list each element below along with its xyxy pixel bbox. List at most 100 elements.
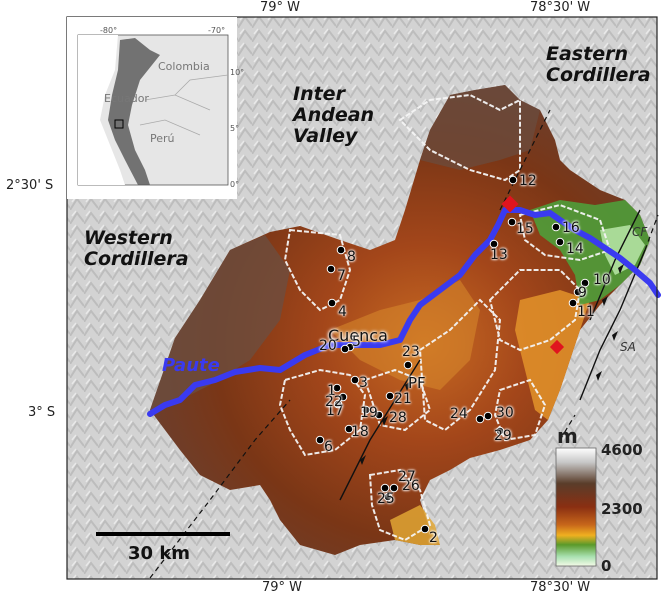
fault-barbs: [360, 264, 624, 465]
eastern-cordillera-label: Eastern Cordillera: [546, 44, 651, 86]
site-label-28: 28: [389, 410, 407, 426]
site-dot-19: [361, 405, 371, 415]
pf-label: PF: [408, 374, 426, 392]
site-label-12: 12: [519, 173, 537, 189]
site-label-2: 2: [429, 530, 438, 546]
region-line: Cordillera: [546, 64, 651, 86]
site-label-1: 1: [327, 383, 336, 399]
bottom-lon-label-1: 79° W: [262, 580, 303, 595]
region-line: Cordillera: [84, 248, 189, 270]
inter-andean-valley-label: Inter Andean Valley: [293, 84, 374, 147]
site-label-21: 21: [394, 391, 412, 407]
inset-lat-tick-3: 0°: [230, 180, 240, 189]
inset-ecuador-label: Ecuador: [104, 92, 149, 105]
site-dot-12: [508, 175, 518, 185]
colorbar-min: 0: [601, 557, 612, 575]
site-label-22: 22: [325, 394, 343, 410]
site-dot-11: [568, 298, 578, 308]
site-dot-23: [403, 360, 413, 370]
river-label: Paute: [162, 355, 220, 376]
site-dot-13: [489, 239, 499, 249]
site-dot-6: [315, 435, 325, 445]
site-label-25: 25: [377, 491, 395, 507]
inset-map: [67, 17, 237, 199]
site-label-23: 23: [402, 344, 420, 360]
site-dot-7: [326, 264, 336, 274]
site-label-4: 4: [338, 304, 347, 320]
scale-bar: [96, 532, 230, 536]
site-label-26: 26: [402, 478, 420, 494]
top-lon-label-2: 78°30' W: [530, 0, 591, 15]
river-name: Paute: [162, 355, 220, 376]
region-line: Inter: [293, 83, 345, 105]
region-line: Andean: [293, 104, 375, 126]
site-label-29: 29: [494, 428, 512, 444]
site-dot-27: [389, 483, 399, 493]
western-cordillera-label: Western Cordillera: [84, 228, 189, 270]
site-dot-26: [383, 492, 393, 502]
cf-fault: [589, 209, 641, 321]
site-dot-3: [350, 375, 360, 385]
site-label-24: 24: [450, 406, 468, 422]
bottom-lon-label-2: 78°30' W: [530, 580, 591, 595]
inset-lat-tick-1: 10°: [230, 68, 245, 77]
site-label-14: 14: [566, 241, 584, 257]
site-label-19: 19: [360, 405, 378, 421]
site-label-17: 17: [326, 403, 344, 419]
gauge-marker: [549, 339, 565, 355]
site-dot-16: [551, 222, 561, 232]
site-dot-2: [420, 524, 430, 534]
colorbar: [555, 447, 597, 567]
site-dot-25: [380, 483, 390, 493]
gauge-marker: [501, 195, 519, 213]
city-label: Cuenca: [328, 326, 388, 345]
sa-label: SA: [620, 340, 636, 354]
site-dot-15: [507, 217, 517, 227]
site-label-18: 18: [351, 424, 369, 440]
inset-lon-tick-1: -80°: [100, 26, 118, 35]
site-dot-10: [580, 278, 590, 288]
site-dot-21: [385, 391, 395, 401]
inset-peru-label: Perú: [150, 132, 175, 145]
site-label-6: 6: [324, 439, 333, 455]
inset-study-area: [114, 119, 124, 129]
region-line: Western: [84, 227, 173, 249]
site-label-16: 16: [562, 220, 580, 236]
sa-fault: [579, 249, 646, 401]
cf-label: CF: [632, 225, 648, 239]
site-label-9: 9: [578, 285, 587, 301]
left-lat-label-2: 3° S: [28, 405, 56, 420]
site-dot-20: [340, 344, 350, 354]
region-line: Valley: [293, 125, 358, 147]
paute-river: [147, 207, 661, 417]
site-label-13: 13: [490, 247, 508, 263]
inset-lat-tick-2: 5°: [230, 124, 240, 133]
left-lat-label-1: 2°30' S: [6, 178, 54, 193]
sample-sites: [315, 175, 590, 534]
site-label-10: 10: [593, 272, 611, 288]
colorbar-mid: 2300: [601, 500, 643, 518]
site-label-15: 15: [516, 221, 534, 237]
site-label-5: 5: [352, 334, 361, 350]
top-lon-label-1: 79° W: [260, 0, 301, 15]
map-frame: [66, 16, 658, 580]
site-label-30: 30: [496, 405, 514, 421]
inset-colombia-label: Colombia: [158, 60, 210, 73]
site-dot-29: [495, 426, 505, 436]
site-dot-1: [332, 383, 342, 393]
site-dot-24: [475, 414, 485, 424]
site-dot-17: [333, 399, 343, 409]
colorbar-max: 4600: [601, 441, 643, 459]
colorbar-unit: m: [557, 424, 578, 448]
site-dot-30: [483, 411, 493, 421]
inferred-faults: [149, 109, 659, 579]
western-highlands: [150, 235, 290, 410]
northern-highlands: [420, 85, 540, 170]
site-label-7: 7: [337, 268, 346, 284]
eastern-lowlands-light: [600, 225, 645, 275]
site-label-8: 8: [347, 249, 356, 265]
site-label-20: 20: [319, 338, 337, 354]
site-dot-14: [555, 237, 565, 247]
